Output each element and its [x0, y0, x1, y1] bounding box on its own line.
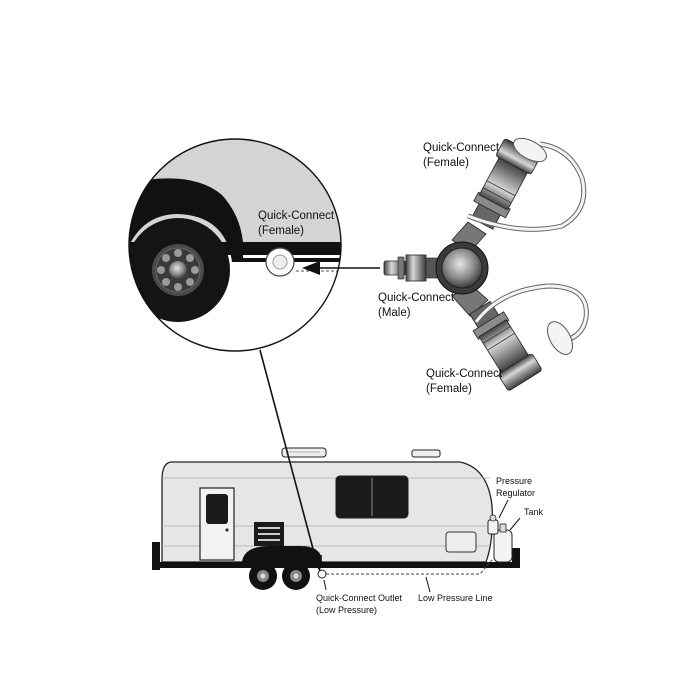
quick-connect-splitter: Quick-Connect (Female) Quick-Connect (Ma…: [378, 137, 589, 395]
inset-female-label: Quick-Connect (Female): [258, 210, 337, 237]
roof-ac-unit: [281, 447, 327, 458]
roof-vent: [411, 449, 441, 458]
quick-connect-outlet: [317, 569, 327, 579]
wheel-lug-nuts: [157, 249, 199, 291]
top-female-label: Quick-Connect (Female): [423, 142, 502, 169]
storage-hatch: [445, 531, 477, 553]
male-quick-connect: [383, 254, 441, 282]
travel-trailer: [152, 447, 520, 590]
low-pressure-line: [326, 559, 493, 575]
inset-leader-arrow: [259, 349, 322, 572]
top-dust-cap: [467, 137, 587, 232]
regulator-label: Pressure Regulator: [496, 476, 535, 498]
pressure-regulator: [487, 514, 499, 535]
bottom-dust-cap: [474, 283, 589, 355]
tank-label: Tank: [524, 507, 544, 517]
trailer-wheels: [249, 562, 310, 590]
connector-arrow: [302, 261, 380, 275]
low-pressure-line-label: Low Pressure Line: [418, 593, 493, 603]
side-vent-grille: [254, 522, 284, 546]
inset-magnifier: Quick-Connect (Female): [128, 138, 342, 352]
outlet-label: Quick-Connect Outlet (Low Pressure): [316, 593, 405, 615]
bottom-female-label: Quick-Connect (Female): [426, 368, 505, 395]
propane-tank: [493, 523, 513, 563]
male-label: Quick-Connect (Male): [378, 292, 457, 319]
